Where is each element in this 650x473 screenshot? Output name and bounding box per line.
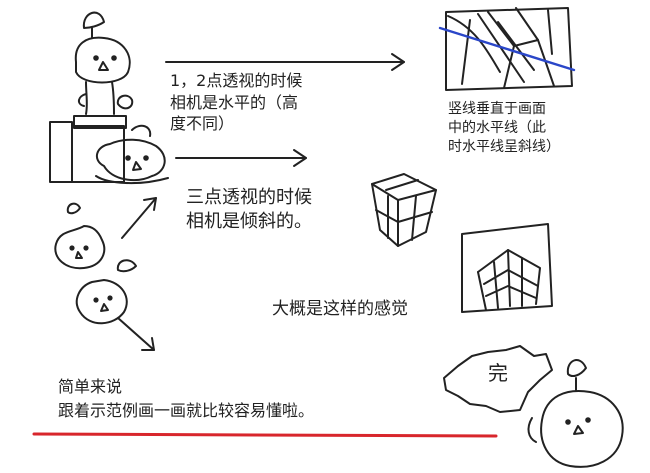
arrow-lying — [175, 149, 307, 167]
tilted-horizon-line — [438, 26, 576, 72]
character-top — [74, 11, 131, 115]
building-sketch — [461, 223, 553, 313]
character-lying — [95, 124, 169, 185]
jagged-bubble — [443, 345, 553, 413]
stack-of-boxes — [49, 94, 134, 183]
stamp-text: 完 — [488, 361, 508, 385]
summary-body: 跟着示范例画一画就比较容易懂啦。 — [58, 401, 315, 420]
note-vertical-lines: 竖线垂直于画面 中的水平线（此 时水平线呈斜线） — [448, 101, 560, 155]
note-three-point-camera: 三点透视的时候 相机是倾斜的。 — [186, 187, 312, 233]
summary-underline — [32, 432, 498, 438]
note-feeling: 大概是这样的感觉 — [272, 299, 408, 319]
arrow-two-point — [165, 53, 405, 71]
arrow-diagonal-down — [117, 317, 155, 351]
note-two-point-camera: 1，2点透视的时候 相机是水平的（高 度不同） — [170, 71, 303, 134]
summary-title: 简单来说 — [58, 377, 123, 396]
character-small — [54, 202, 106, 270]
arrow-diagonal-up — [121, 197, 157, 239]
character-tilted — [75, 259, 137, 325]
three-point-cube-sketch — [371, 173, 437, 247]
character-bottom-right — [527, 359, 624, 468]
